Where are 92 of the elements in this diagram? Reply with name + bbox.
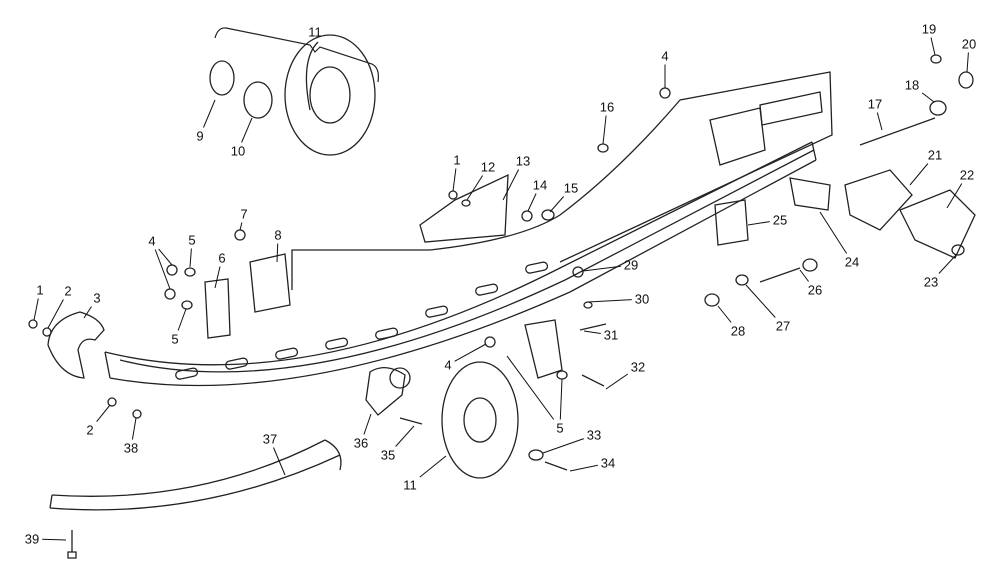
callout-number: 2 (85, 422, 95, 438)
callout-number: 17 (866, 96, 884, 112)
leader-line (664, 64, 666, 88)
callout-number: 5 (555, 420, 565, 436)
callout-number: 5 (187, 232, 197, 248)
callout-number: 37 (262, 432, 278, 446)
leader-line (922, 92, 934, 102)
callout-number: 27 (774, 318, 792, 334)
leader-line (582, 266, 622, 272)
leader-line (528, 193, 537, 212)
leader-line (542, 438, 584, 454)
callout-number: 12 (480, 160, 496, 174)
leader-line (606, 374, 628, 390)
leader-line (820, 212, 848, 254)
callout-number: 14 (532, 178, 548, 192)
callout-number: 30 (634, 292, 650, 306)
leader-line (938, 254, 956, 274)
leader-line (158, 248, 172, 266)
callout-number: 28 (730, 324, 746, 338)
leader-line (240, 222, 242, 230)
callout-number: 13 (514, 154, 532, 168)
callout-number: 15 (562, 180, 580, 196)
callout-number: 33 (586, 428, 602, 442)
leader-line (190, 248, 192, 268)
leader-line (966, 52, 969, 72)
leader-line (241, 118, 252, 143)
callout-number: 7 (239, 206, 249, 222)
leader-line (363, 414, 372, 435)
leader-line (419, 456, 446, 478)
callout-number: 36 (352, 436, 370, 450)
callout-number: 4 (660, 48, 670, 64)
callout-number: 39 (24, 532, 40, 546)
callout-number: 9 (195, 128, 205, 144)
callout-number: 22 (958, 168, 976, 182)
callout-number: 1 (452, 152, 462, 168)
leader-line (132, 418, 136, 440)
callout-number: 26 (806, 282, 824, 298)
leader-line (570, 464, 598, 472)
callout-number: 25 (772, 212, 788, 228)
callout-number: 35 (380, 448, 396, 462)
callout-number: 5 (170, 332, 180, 346)
leader-line (602, 115, 607, 144)
leader-line (276, 243, 278, 262)
callout-number: 11 (402, 478, 418, 492)
leader-line (42, 538, 66, 540)
leader-line (550, 196, 564, 212)
callout-number: 11 (307, 24, 323, 40)
callout-number: 19 (920, 22, 938, 36)
leader-line (876, 112, 882, 130)
leader-line (560, 378, 562, 420)
leader-line (506, 356, 554, 420)
leader-line (502, 169, 520, 200)
callout-number: 10 (230, 144, 246, 158)
leader-line (84, 306, 92, 318)
callout-number: 24 (844, 254, 860, 270)
leader-line (452, 168, 456, 192)
leader-line (273, 447, 286, 476)
leader-line (910, 163, 928, 186)
leader-line (454, 344, 486, 362)
callout-number: 6 (217, 250, 227, 266)
callout-number: 16 (598, 100, 616, 114)
leader-line (466, 175, 484, 200)
leader-line (48, 299, 64, 328)
leader-line (718, 306, 732, 323)
leader-line (748, 221, 770, 226)
callout-number: 18 (904, 78, 920, 92)
callout-number: 38 (122, 440, 140, 456)
callout-number: 21 (926, 148, 944, 162)
leader-line (34, 298, 39, 320)
callout-number: 32 (630, 360, 646, 374)
leader-line (584, 330, 602, 334)
leader-line (154, 249, 170, 290)
leader-line (214, 266, 220, 288)
leader-line (96, 404, 110, 422)
callout-number: 31 (602, 328, 620, 342)
leader-line (203, 100, 216, 128)
callout-number: 20 (960, 36, 978, 52)
callout-number: 4 (443, 358, 453, 372)
leader-line (930, 37, 936, 56)
callout-number: 4 (147, 234, 157, 248)
callout-number: 34 (600, 456, 616, 470)
leader-line (395, 426, 414, 447)
leader-line (588, 299, 632, 302)
leader-line (746, 284, 776, 318)
callout-number: 29 (622, 258, 640, 272)
callout-number: 8 (273, 228, 283, 242)
leader-line (178, 308, 186, 331)
callout-number: 1 (35, 282, 45, 298)
callout-number: 3 (92, 290, 102, 306)
callout-number: 23 (922, 274, 940, 290)
callout-number: 2 (63, 284, 73, 298)
leader-line (800, 270, 810, 282)
